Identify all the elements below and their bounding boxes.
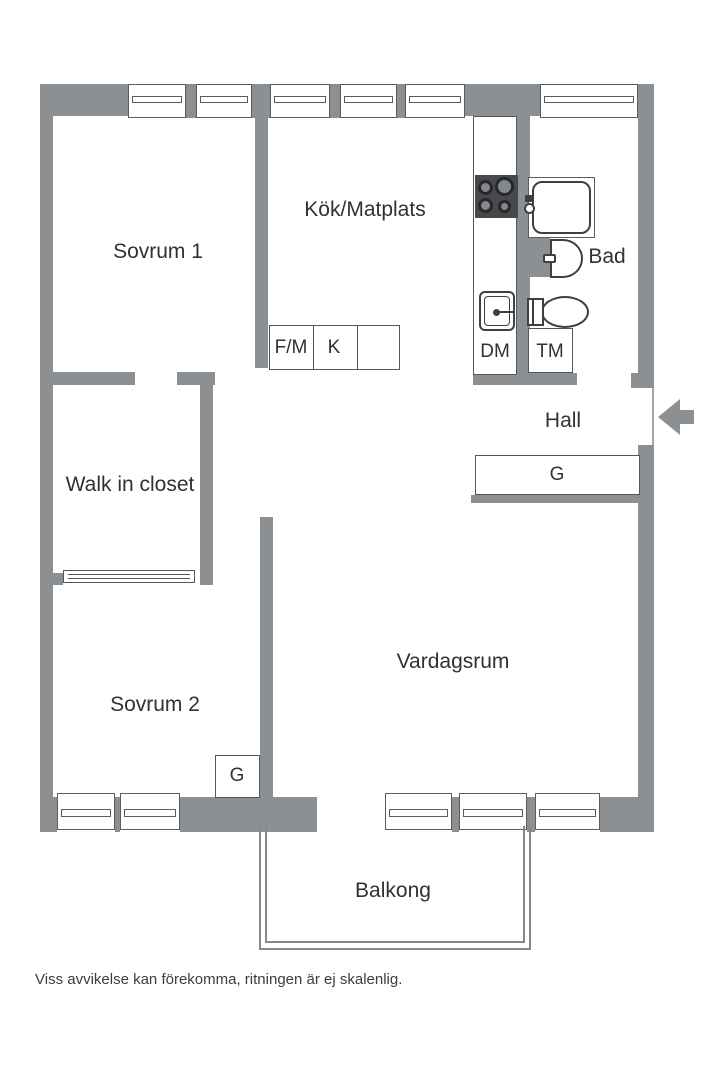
room-label-hall: Hall	[544, 409, 582, 432]
wall-top-corner	[40, 84, 128, 116]
wall-right-lower	[638, 445, 654, 832]
kitchen-sink-icon	[479, 291, 515, 331]
room-label-sovrum2: Sovrum 2	[110, 693, 200, 716]
window	[340, 84, 397, 118]
wall-top-separator	[397, 84, 405, 118]
window-glazing	[539, 809, 596, 817]
label-wardrobe-sovrum2: G	[229, 765, 245, 786]
window	[405, 84, 465, 118]
window-glazing	[463, 809, 523, 817]
wall-right-upper	[638, 84, 654, 388]
balcony-inner-outline	[265, 826, 525, 943]
room-label-balkong: Balkong	[355, 879, 431, 902]
wall-bath-bottom	[473, 373, 577, 385]
wardrobe-hall	[475, 455, 640, 495]
kitchen-appliance-row	[269, 325, 400, 370]
wall-livingroom-sovrum2	[260, 517, 273, 798]
room-label-kok: Kök/Matplats	[304, 198, 426, 221]
label-washing-machine: TM	[536, 341, 564, 362]
shower-head-icon	[524, 203, 535, 214]
window-glazing	[389, 809, 448, 817]
appliance-divider	[357, 326, 358, 369]
toilet-bowl-icon	[541, 296, 589, 328]
window	[535, 793, 600, 830]
window-glazing	[61, 809, 111, 817]
wall-bottom-separator	[115, 797, 120, 832]
appliance-divider	[313, 326, 314, 369]
window-glazing	[409, 96, 461, 103]
wall-left	[40, 84, 53, 832]
sliding-door-track	[68, 578, 190, 579]
window-glazing	[274, 96, 326, 103]
shower-valve-icon	[525, 195, 532, 202]
entrance-arrow-icon	[658, 399, 680, 435]
wall-bottom-separator	[452, 797, 459, 832]
wall-top-separator	[330, 84, 340, 118]
window	[196, 84, 252, 118]
wall-bottom-corner-left	[40, 797, 57, 832]
room-label-vardagsrum: Vardagsrum	[396, 650, 510, 673]
shower-tray	[532, 181, 591, 234]
window	[120, 793, 180, 830]
wall-bottom-separator	[527, 797, 535, 832]
window-glazing	[124, 809, 176, 817]
room-label-bad: Bad	[588, 245, 626, 268]
window	[540, 84, 638, 118]
stove-icon	[475, 175, 518, 218]
window	[57, 793, 115, 830]
toilet-tank-icon	[527, 298, 544, 326]
window-glazing	[544, 96, 634, 103]
kitchen-counter-column	[473, 116, 517, 375]
sliding-door-track	[68, 574, 190, 575]
label-wardrobe-hall: G	[549, 464, 565, 485]
window	[270, 84, 330, 118]
kitchen-sink-drain	[493, 309, 500, 316]
wall-closet-stub	[53, 573, 63, 585]
toilet-tank-line	[532, 300, 534, 324]
wall-closet-right	[200, 383, 213, 585]
window	[385, 793, 452, 830]
sliding-door	[63, 570, 195, 583]
stove-burner-icon	[495, 177, 514, 196]
balcony-outline	[259, 826, 531, 950]
wall-sovrum1-bottom-right	[177, 372, 215, 385]
window	[128, 84, 186, 118]
wall-entrance-jamb	[631, 373, 638, 388]
wall-sovrum1-kitchen	[255, 116, 268, 368]
stove-burner-icon	[478, 198, 493, 213]
room-label-walk-in-closet: Walk in closet	[65, 473, 195, 496]
wall-hall-wardrobe-bottom	[471, 495, 647, 503]
wall-bottom-corner-right	[600, 797, 654, 832]
label-fridge-freezer: F/M	[274, 337, 308, 358]
wardrobe-sovrum2	[215, 755, 260, 798]
window	[459, 793, 527, 830]
wall-top-separator	[185, 84, 196, 118]
kitchen-sink-tap	[498, 311, 514, 313]
stove-burner-icon	[498, 200, 511, 213]
wall-sovrum1-bottom-left	[53, 372, 135, 385]
window-glazing	[200, 96, 248, 103]
disclaimer-text: Viss avvikelse kan förekomma, ritningen …	[35, 971, 403, 988]
entrance-arrow-tail	[680, 410, 694, 424]
bathroom-sink-tap	[543, 254, 556, 263]
wall-top-kitchen-block	[465, 84, 540, 116]
entrance-threshold-line	[652, 388, 654, 445]
window-glazing	[132, 96, 182, 103]
wall-top-pillar	[252, 84, 270, 118]
label-fridge: K	[327, 337, 341, 358]
room-label-sovrum1: Sovrum 1	[113, 240, 203, 263]
washing-machine-box	[528, 328, 573, 373]
label-dishwasher: DM	[480, 341, 510, 362]
window-glazing	[344, 96, 393, 103]
wall-bottom-center-block	[180, 797, 317, 832]
stove-burner-icon	[478, 180, 493, 195]
shower-icon	[528, 177, 595, 238]
